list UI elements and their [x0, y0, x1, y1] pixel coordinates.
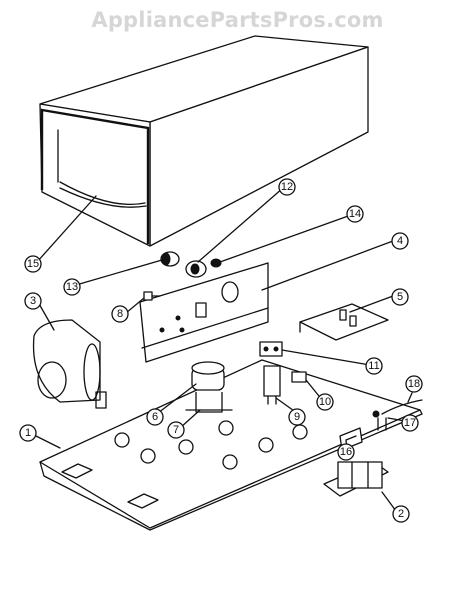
- callout-2: 2: [392, 505, 410, 523]
- callout-3: 3: [24, 292, 42, 310]
- part-13-bushing: [160, 251, 180, 267]
- callout-label-3: 3: [30, 295, 36, 307]
- part-10-connector: [291, 371, 307, 383]
- part-11-relay: [259, 341, 283, 357]
- part-7-capacitor-bracket: [185, 392, 233, 413]
- callout-5: 5: [391, 288, 409, 306]
- callout-label-8: 8: [117, 308, 123, 320]
- callout-label-4: 4: [397, 235, 403, 247]
- callout-label-17: 17: [404, 417, 416, 429]
- part-2-transformer: [323, 461, 389, 497]
- callout-label-7: 7: [173, 424, 179, 436]
- callout-6: 6: [146, 408, 164, 426]
- callout-12: 12: [278, 178, 296, 196]
- callout-label-14: 14: [349, 208, 361, 220]
- callout-label-1: 1: [25, 427, 31, 439]
- callout-8: 8: [111, 305, 129, 323]
- part-18-power-cord: [381, 399, 423, 415]
- callout-11: 11: [365, 357, 383, 375]
- part-5-control-board: [299, 303, 389, 341]
- part-17-terminals: [372, 410, 387, 431]
- callout-16: 16: [337, 443, 355, 461]
- callout-label-11: 11: [368, 360, 379, 372]
- callout-17: 17: [401, 414, 419, 432]
- part-8-screw: [143, 291, 161, 301]
- callout-label-18: 18: [408, 378, 420, 390]
- part-12-motor-hub: [185, 260, 207, 278]
- part-14-nut: [210, 258, 222, 268]
- callout-18: 18: [405, 375, 423, 393]
- callout-4: 4: [391, 232, 409, 250]
- callout-label-2: 2: [398, 508, 404, 520]
- part-6-capacitor: [191, 361, 225, 391]
- watermark: AppliancePartsPros.com: [91, 8, 384, 32]
- callout-15: 15: [24, 255, 42, 273]
- part-3-blower: [32, 319, 107, 409]
- callout-label-10: 10: [319, 396, 331, 408]
- callout-14: 14: [346, 205, 364, 223]
- part-9-switch: [263, 365, 281, 405]
- callout-label-16: 16: [340, 446, 352, 458]
- callout-label-6: 6: [152, 411, 158, 423]
- callout-13: 13: [63, 278, 81, 296]
- callout-label-13: 13: [66, 281, 78, 293]
- callout-label-12: 12: [281, 181, 293, 193]
- part-4-bracket: [139, 262, 269, 363]
- callout-7: 7: [167, 421, 185, 439]
- callout-1: 1: [19, 424, 37, 442]
- callout-label-9: 9: [294, 411, 300, 423]
- callout-label-15: 15: [27, 258, 39, 270]
- callout-label-5: 5: [397, 291, 403, 303]
- callout-10: 10: [316, 393, 334, 411]
- callout-9: 9: [288, 408, 306, 426]
- leader-lines: [33, 187, 413, 512]
- part-15-cover: [39, 35, 369, 247]
